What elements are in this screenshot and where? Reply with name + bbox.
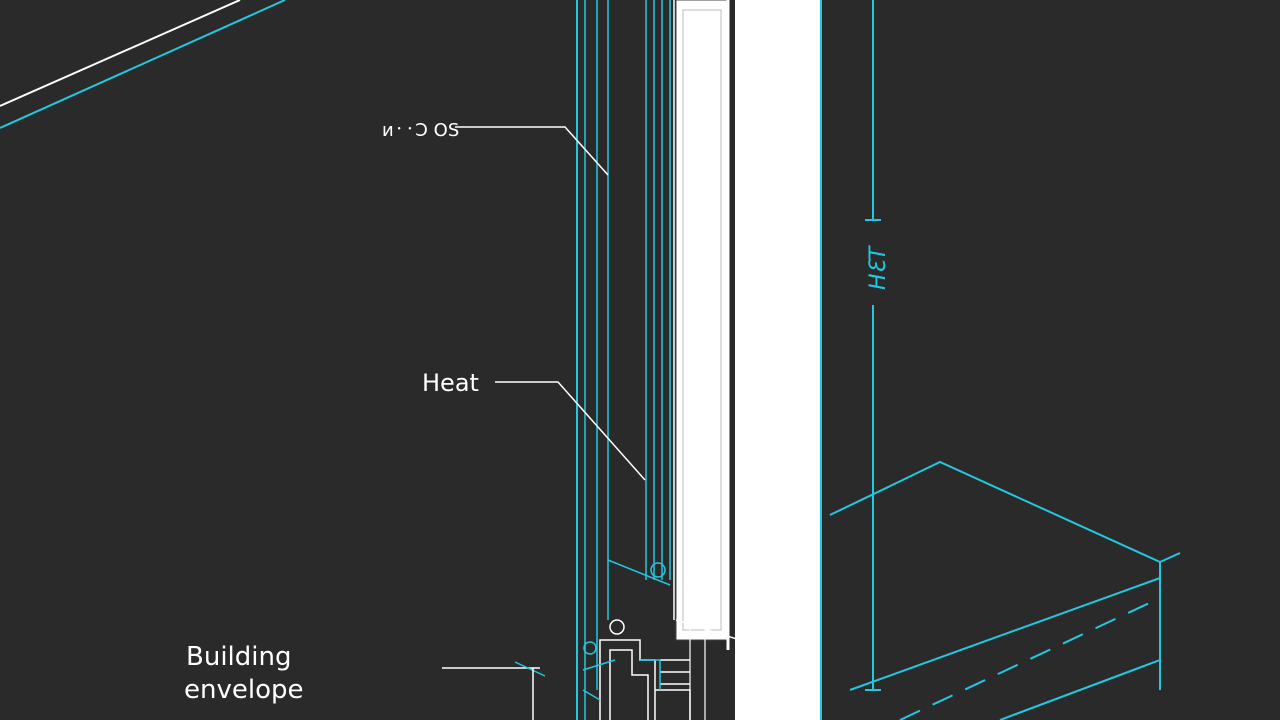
dimension-label: HƐT	[866, 245, 891, 290]
roof-edge-white	[0, 0, 241, 107]
heat-label: Heat	[422, 369, 479, 397]
dimension-line	[865, 0, 881, 691]
roof-edge-cyan	[0, 0, 286, 129]
building-label-line1: Building	[186, 642, 291, 672]
inner-panel-inset	[682, 9, 722, 631]
floor-slab	[829, 460, 1181, 720]
heat-leader	[495, 381, 646, 481]
top-label: ᴎ᛫᛫Ͻ OS	[382, 120, 459, 141]
building-label-line2: envelope	[184, 675, 304, 705]
top-label-leader	[455, 126, 609, 176]
envelope-tick	[514, 661, 546, 677]
sill-detail	[582, 559, 741, 720]
inner-panel	[675, 0, 729, 641]
wall-panel	[735, 0, 821, 720]
layer-lines	[576, 0, 675, 720]
